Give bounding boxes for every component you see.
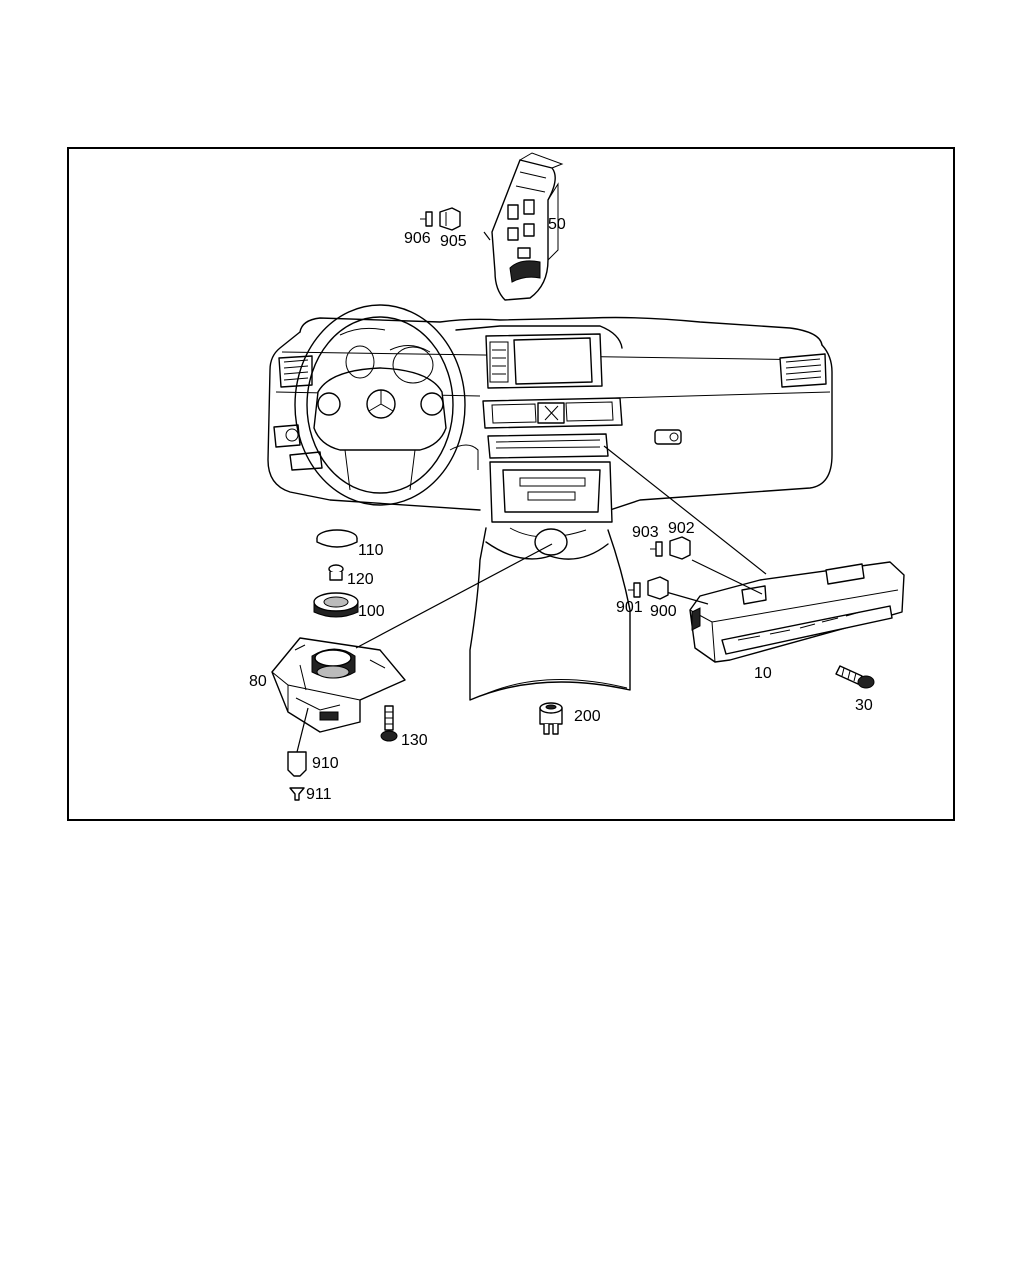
part-906-pin: [420, 211, 433, 227]
part-label-903: 903: [632, 524, 659, 541]
part-903-pin: [650, 541, 663, 557]
part-130-bolt: [380, 705, 398, 742]
part-label-100: 100: [358, 603, 385, 620]
part-label-120: 120: [347, 571, 374, 588]
part-30-screw: [835, 665, 875, 689]
part-label-80: 80: [249, 673, 267, 690]
part-label-901: 901: [616, 599, 643, 616]
part-label-910: 910: [312, 755, 339, 772]
part-label-130: 130: [401, 732, 428, 749]
part-902-connector: [669, 536, 691, 560]
part-label-200: 200: [574, 708, 601, 725]
part-80-controller: [271, 543, 553, 733]
part-120-screw: [328, 564, 344, 581]
part-900-connector: [647, 576, 669, 600]
part-label-906: 906: [404, 230, 431, 247]
part-110-cap: [316, 529, 358, 548]
part-label-900: 900: [650, 603, 677, 620]
diagram-frame: [67, 147, 955, 821]
part-905-connector: [439, 207, 461, 231]
part-910-connector: [287, 707, 309, 777]
part-label-10: 10: [754, 665, 772, 682]
part-label-110: 110: [358, 542, 384, 559]
part-100-knob: [313, 592, 359, 618]
part-50-switch-panel: [483, 152, 564, 301]
part-10-control-unit: [603, 445, 905, 663]
part-label-30: 30: [855, 697, 873, 714]
part-label-902: 902: [668, 520, 695, 537]
part-label-905: 905: [440, 233, 467, 250]
part-200-switch: [539, 702, 563, 735]
part-label-911: 911: [306, 786, 332, 803]
part-911-pin: [289, 787, 305, 801]
part-label-50: 50: [548, 216, 566, 233]
part-901-pin: [628, 582, 641, 598]
